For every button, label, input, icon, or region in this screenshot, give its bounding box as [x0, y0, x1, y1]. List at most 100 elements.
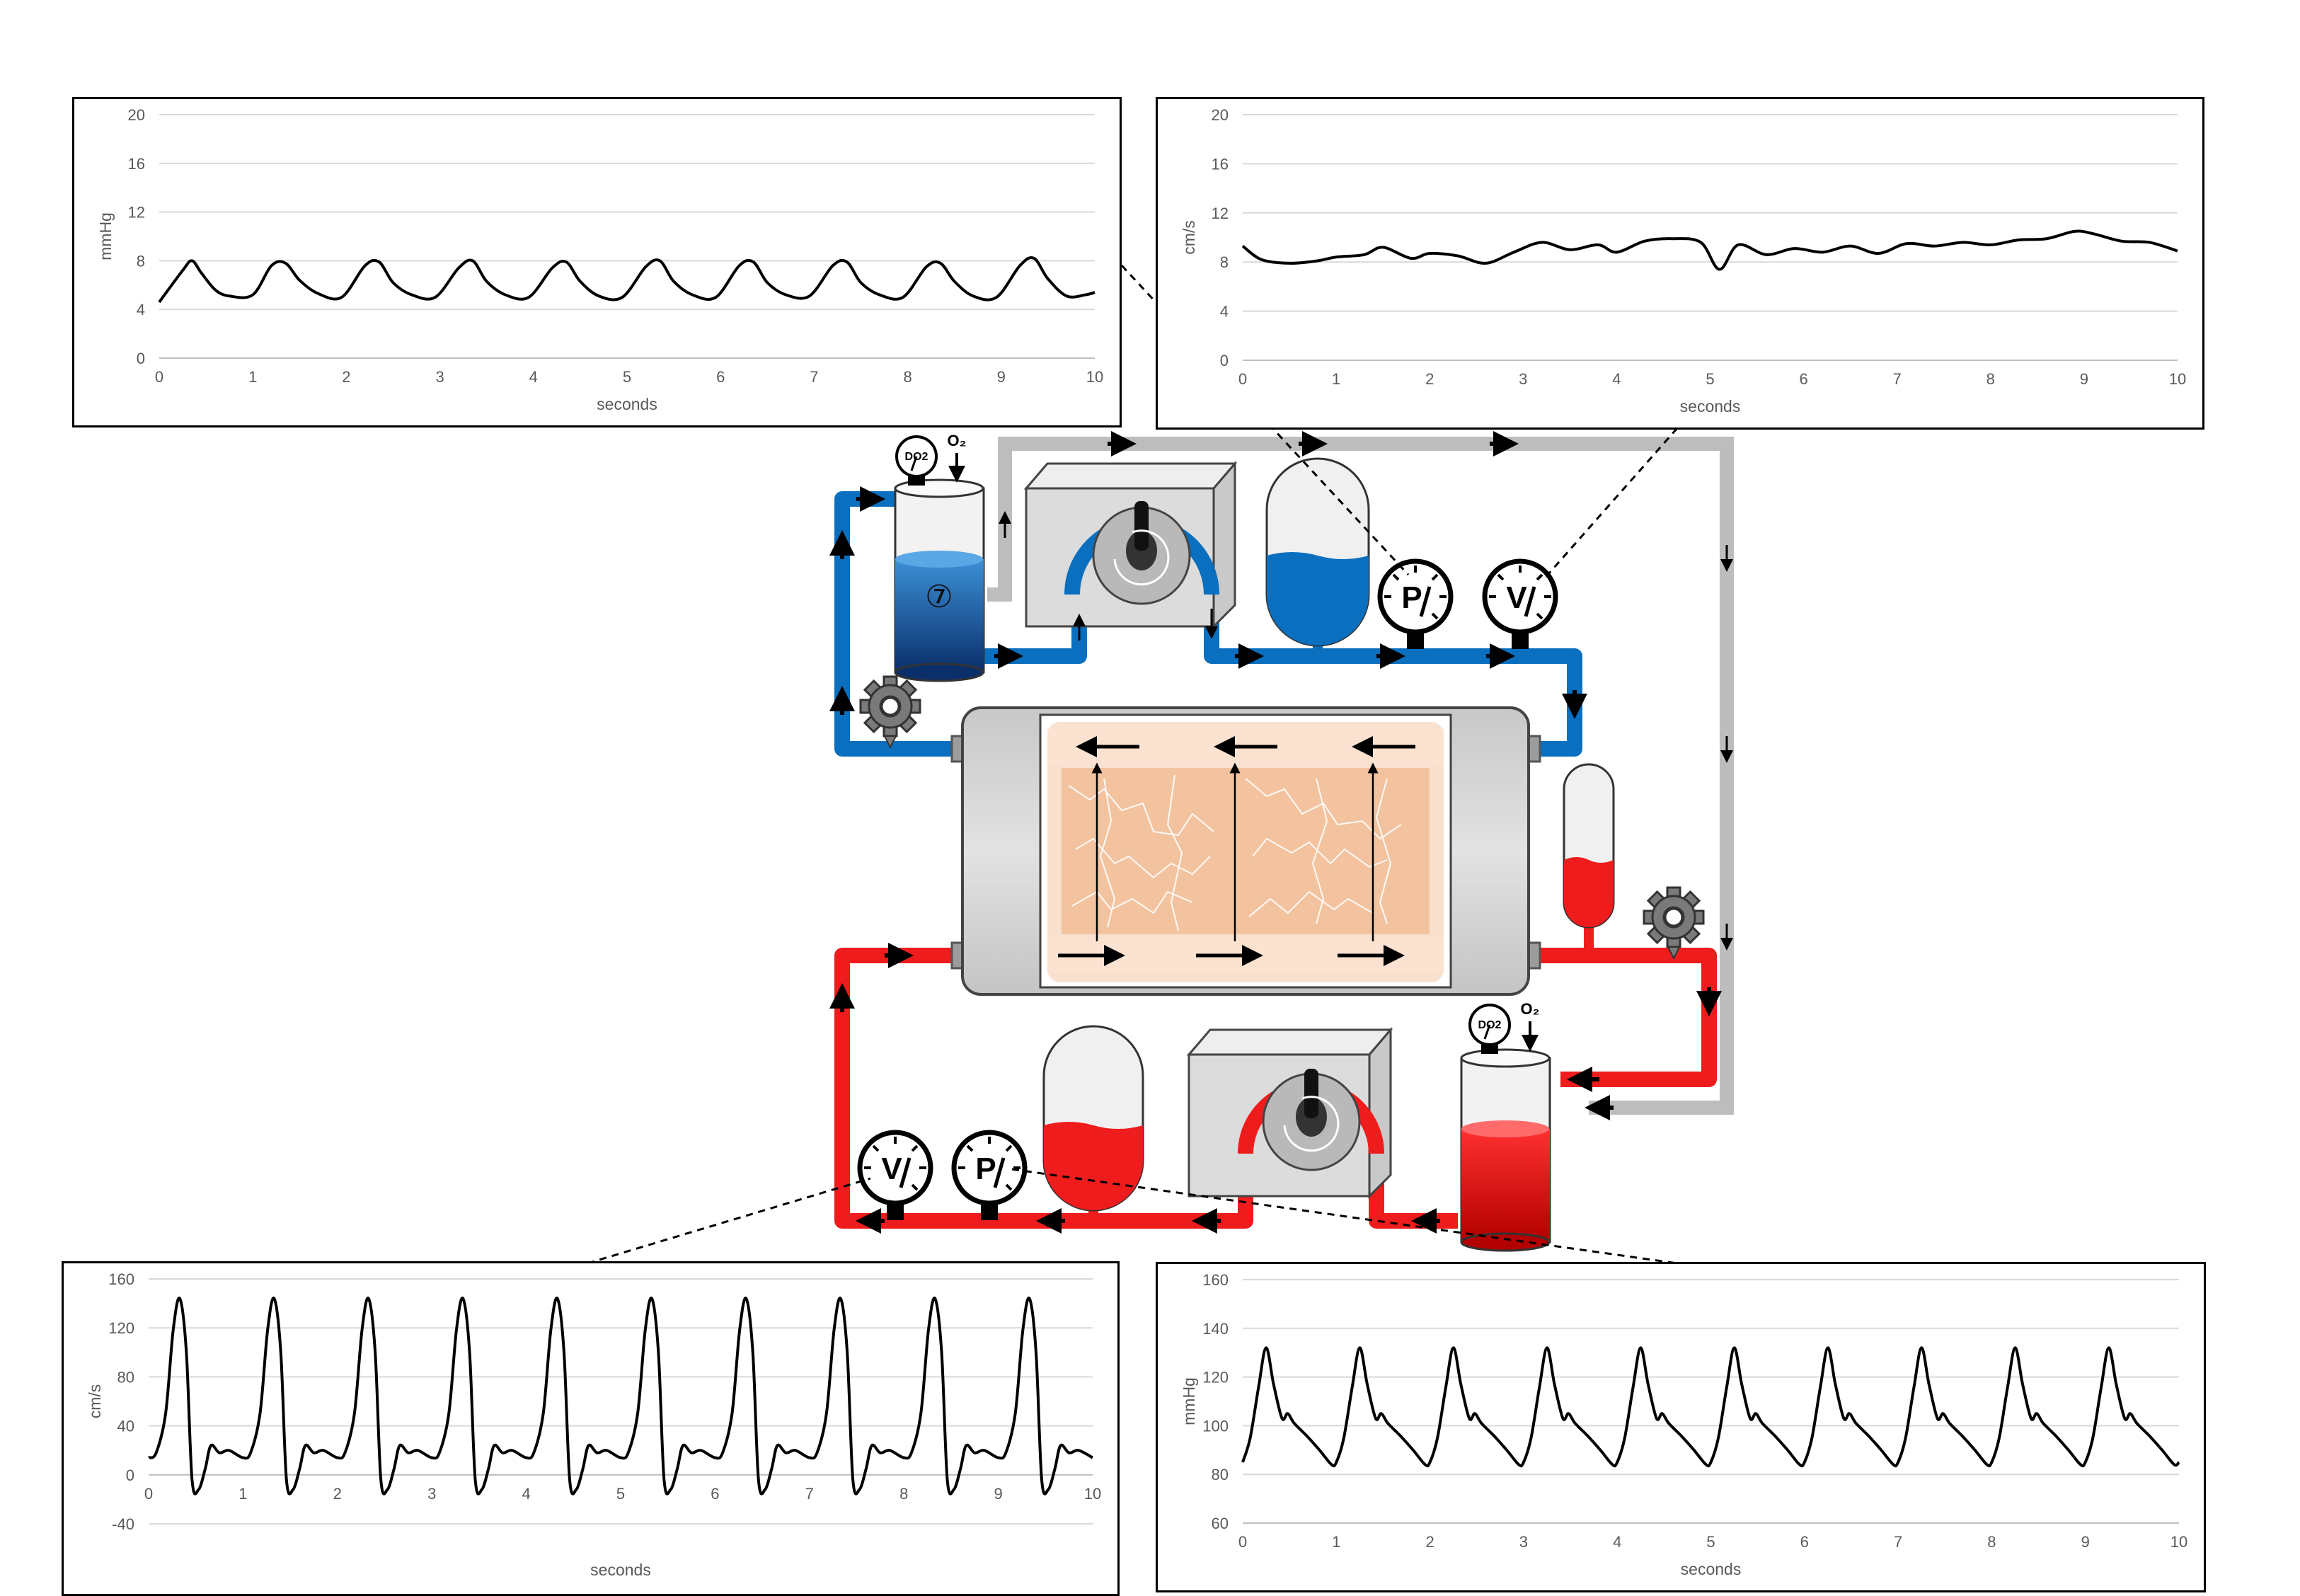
y-tick-label: 0 [1220, 352, 1229, 369]
y-tick-label: 8 [1220, 253, 1229, 271]
y-tick-label: 4 [1220, 303, 1229, 321]
x-tick-label: 9 [2080, 370, 2088, 388]
x-tick-label: 0 [1238, 1533, 1247, 1551]
x-tick-label: 8 [903, 368, 912, 386]
x-tick-label: 0 [144, 1485, 153, 1503]
x-tick-label: 2 [342, 368, 350, 386]
x-tick-label: 3 [1519, 370, 1527, 388]
x-tick-label: 4 [1612, 370, 1621, 388]
series-line [147, 1297, 1093, 1495]
roller-pump-icon [1023, 460, 1238, 629]
y-tick-label: 120 [108, 1319, 134, 1337]
x-tick-label: 10 [1084, 1485, 1101, 1503]
bypass-line [987, 437, 1734, 1115]
x-tick-label: 0 [1238, 370, 1247, 388]
x-tick-label: 3 [1519, 1533, 1528, 1551]
y-tick-label: 20 [128, 106, 145, 124]
x-tick-label: 9 [2081, 1533, 2090, 1551]
venous-reservoir-icon: ⑦ [894, 478, 985, 682]
x-tick-label: 3 [435, 368, 444, 386]
svg-text:O₂: O₂ [1521, 1000, 1540, 1018]
reservoir-mark: ⑦ [925, 580, 953, 614]
y-axis-label: mmHg [96, 212, 115, 260]
x-tick-label: 5 [616, 1485, 625, 1503]
y-tick-label: 40 [117, 1418, 134, 1435]
compliance-chamber-icon [1042, 1025, 1144, 1221]
x-tick-label: 5 [1706, 1533, 1715, 1551]
do2-gauge-icon: DO2 [895, 435, 938, 486]
compliance-chamber-icon [1563, 763, 1615, 955]
x-tick-label: 6 [716, 368, 725, 386]
y-tick-label: 12 [128, 204, 145, 222]
x-tick-label: 5 [1706, 370, 1714, 388]
svg-text:P: P [975, 1152, 996, 1186]
svg-text:V: V [881, 1152, 902, 1186]
o2-inlet-icon: O₂ [948, 432, 967, 483]
y-axis-label: cm/s [86, 1384, 104, 1419]
svg-text:P: P [1401, 580, 1422, 615]
y-tick-label: 20 [1212, 106, 1229, 124]
x-tick-label: 0 [155, 368, 163, 386]
y-tick-label: 140 [1202, 1320, 1229, 1338]
y-tick-label: -40 [112, 1515, 134, 1533]
x-tick-label: 1 [1332, 1533, 1340, 1551]
y-tick-label: 16 [1212, 155, 1229, 173]
series-line [1241, 1346, 2180, 1468]
y-tick-label: 0 [126, 1466, 134, 1484]
x-tick-label: 1 [248, 368, 257, 386]
y-tick-label: 4 [137, 301, 145, 318]
compliance-chamber-icon [1265, 457, 1370, 656]
x-tick-label: 7 [810, 368, 818, 386]
x-tick-label: 2 [333, 1485, 342, 1503]
x-tick-label: 7 [805, 1485, 814, 1503]
arterial-reservoir-icon [1460, 1048, 1551, 1252]
pressure-gauge-icon: P [951, 1130, 1028, 1220]
roller-pump-icon [1186, 1026, 1393, 1199]
x-tick-label: 8 [1986, 370, 1995, 388]
y-tick-label: 12 [1212, 205, 1229, 222]
x-tick-label: 10 [2170, 1533, 2187, 1551]
x-tick-label: 2 [1425, 1533, 1434, 1551]
y-tick-label: 60 [1212, 1515, 1229, 1532]
y-tick-label: 120 [1202, 1369, 1229, 1387]
x-tick-label: 1 [238, 1485, 247, 1503]
y-tick-label: 0 [137, 350, 145, 367]
gear-valve-icon [1643, 886, 1705, 960]
x-tick-label: 6 [1800, 1533, 1809, 1551]
y-tick-label: 160 [108, 1270, 134, 1288]
x-tick-label: 1 [1332, 370, 1340, 388]
x-axis-label: seconds [597, 395, 657, 413]
gear-valve-icon [859, 675, 921, 750]
tissue-chamber-icon [950, 706, 1541, 996]
x-tick-label: 9 [994, 1485, 1002, 1503]
svg-text:O₂: O₂ [948, 432, 967, 449]
do2-gauge-icon: DO2 [1468, 1004, 1511, 1054]
velocity-gauge-icon: V [857, 1130, 933, 1220]
series-line [158, 256, 1096, 304]
x-tick-label: 10 [2169, 370, 2186, 388]
y-tick-label: 8 [137, 252, 145, 270]
x-tick-label: 4 [1613, 1533, 1621, 1551]
y-tick-label: 100 [1202, 1417, 1229, 1435]
x-tick-label: 5 [623, 368, 631, 386]
x-tick-label: 2 [1425, 370, 1434, 388]
x-tick-label: 7 [1893, 370, 1902, 388]
x-axis-label: seconds [1680, 397, 1741, 415]
x-tick-label: 4 [529, 368, 538, 386]
x-tick-label: 8 [1987, 1533, 1996, 1551]
x-tick-label: 7 [1894, 1533, 1902, 1551]
x-axis-label: seconds [590, 1561, 651, 1579]
y-tick-label: 16 [128, 155, 145, 173]
x-tick-label: 10 [1086, 368, 1103, 386]
x-tick-label: 3 [427, 1485, 436, 1503]
y-tick-label: 80 [117, 1368, 134, 1386]
series-line [1241, 229, 2178, 271]
y-axis-label: mmHg [1180, 1377, 1198, 1425]
flow-arrow-icon [829, 431, 1733, 1234]
